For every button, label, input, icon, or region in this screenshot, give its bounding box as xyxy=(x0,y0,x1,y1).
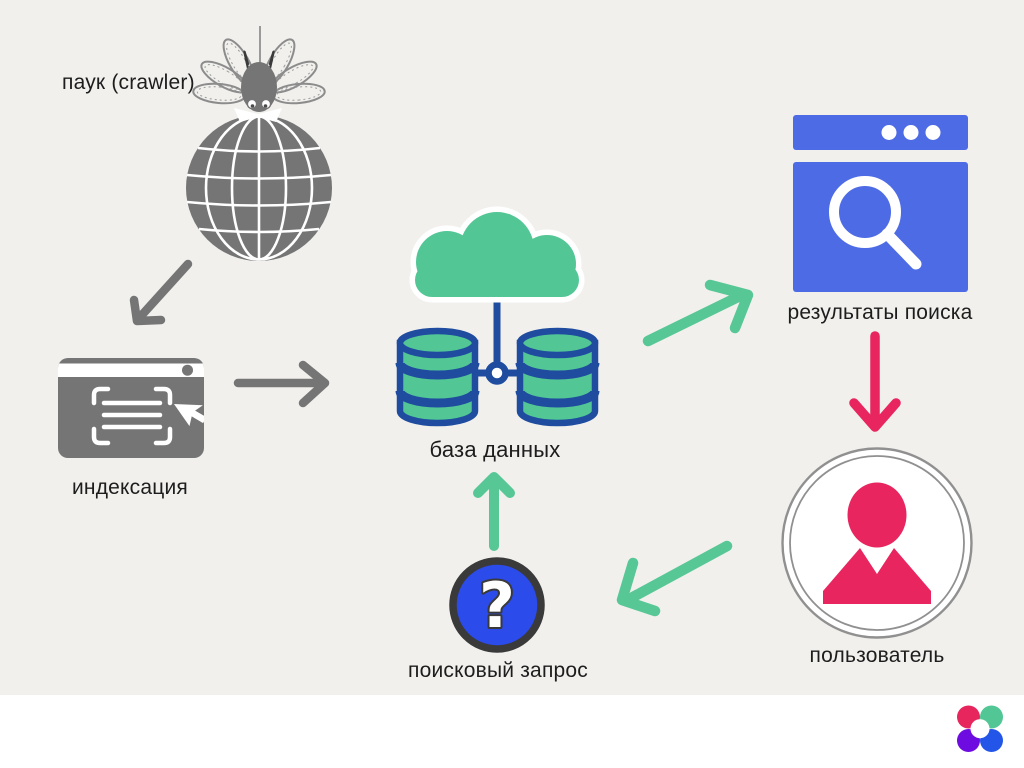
cloud-icon xyxy=(409,206,585,303)
database-cylinder-icon xyxy=(515,327,600,427)
footer-band xyxy=(0,695,1024,768)
cursor-icon xyxy=(174,404,204,427)
indexing-label: индексация xyxy=(72,476,188,499)
four-petal-logo xyxy=(957,705,1003,752)
spider-on-globe-icon xyxy=(186,26,332,261)
arrow-crawler-to-indexing-icon xyxy=(129,259,193,326)
arrow-database-to-results-icon xyxy=(642,279,754,347)
arrow-query-to-database-icon xyxy=(473,472,515,551)
crawler-label: паук (crawler) xyxy=(62,71,195,94)
window-dots-icon xyxy=(881,125,941,140)
database-cylinder-icon xyxy=(395,327,480,427)
arrow-indexing-to-database-icon xyxy=(233,360,330,408)
arrow-results-to-user-icon xyxy=(849,331,901,432)
browser-magnifier-icon xyxy=(793,115,968,292)
arrow-user-to-query-icon xyxy=(616,540,733,617)
query-label: поисковый запрос xyxy=(408,659,588,682)
database-label: база данных xyxy=(429,437,561,462)
cloud-databases-icon xyxy=(395,206,600,427)
user-label: пользователь xyxy=(809,644,945,667)
magnifier-icon xyxy=(829,176,922,270)
question-mark-icon: ? xyxy=(449,557,545,653)
browser-scan-icon xyxy=(58,358,204,458)
results-label: результаты поиска xyxy=(787,301,973,324)
svg-text:?: ? xyxy=(479,569,515,642)
person-avatar-icon xyxy=(781,447,973,639)
